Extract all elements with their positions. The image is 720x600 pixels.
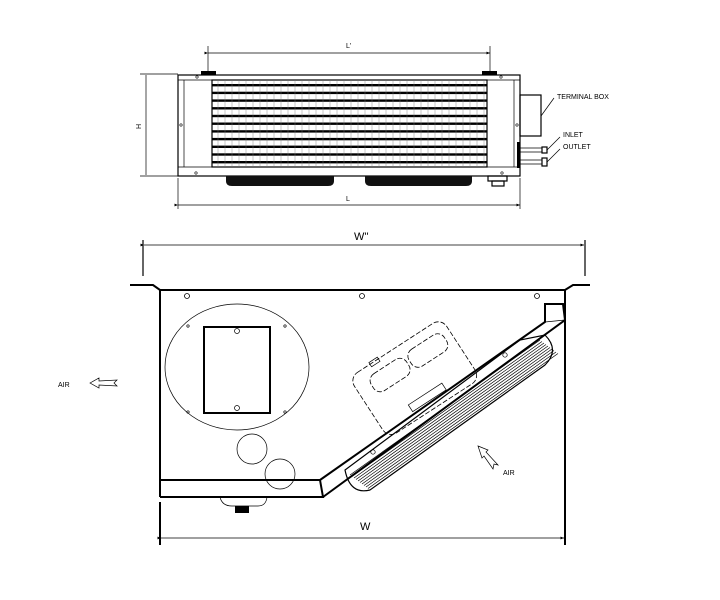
dimension-w: W [157, 521, 564, 540]
coil-tube [212, 130, 487, 133]
outlet-pipe: OUTLET [520, 144, 591, 167]
coil-tube [212, 91, 487, 95]
screws [184, 293, 540, 299]
coil-tube [212, 122, 487, 125]
drain-fitting [219, 496, 268, 507]
coil-hatch-line [367, 353, 559, 489]
drain-fitting [487, 175, 508, 182]
coil-hatch-line [355, 344, 547, 480]
coil-hatch-line [365, 351, 557, 488]
coil-hatch-line [361, 348, 553, 485]
electric-box-dashed [352, 321, 478, 435]
diagonal-drain-pan [319, 303, 567, 498]
coil-hatch-line [351, 341, 543, 477]
coil-hatch-line [353, 342, 545, 479]
fan-motor [226, 176, 334, 186]
fan-ring [164, 303, 310, 431]
air-right-indicator: AIR [477, 445, 515, 477]
top-view: L' H TERMINAL [136, 43, 609, 209]
dimension-h-label: H [136, 124, 143, 129]
casing [177, 74, 521, 177]
dimension-l-prime: L' [204, 43, 491, 74]
knockout [236, 433, 268, 465]
fan-motor [365, 176, 472, 186]
terminal-box-label: TERMINAL BOX [557, 94, 609, 101]
coil-tube [212, 145, 487, 148]
mounting-bracket [482, 71, 497, 75]
dimension-l-prime-label: L' [346, 43, 351, 50]
bottom-view: W'' [58, 231, 590, 545]
coil-tube [212, 161, 487, 164]
dimension-w-double-prime-label: W'' [354, 231, 369, 243]
dimension-h: H [136, 73, 178, 177]
coil-tube [212, 137, 487, 141]
drain-pan [160, 479, 325, 498]
air-right-label: AIR [503, 470, 515, 477]
air-left-label: AIR [58, 382, 70, 389]
air-arrow-left-icon [89, 377, 118, 389]
coil-tube [212, 107, 487, 110]
coil-hatch-line [349, 339, 541, 476]
inlet-pipe: INLET [520, 132, 584, 154]
coil-section [344, 334, 559, 492]
dimension-l: L [174, 178, 521, 209]
air-arrow-up-left-icon [477, 445, 500, 470]
terminal-box [519, 94, 542, 137]
coil-hatch-line [363, 350, 555, 486]
air-left-indicator: AIR [58, 377, 118, 389]
coil-fins [212, 80, 487, 167]
casing-outline [160, 289, 566, 545]
outlet-label: OUTLET [563, 144, 591, 151]
coil-hatch-line [357, 345, 549, 482]
mounting-bracket [201, 71, 216, 75]
coil-tube [212, 84, 487, 87]
knockout [264, 458, 296, 490]
dimension-w-label: W [360, 521, 371, 533]
dimension-l-label: L [346, 196, 350, 203]
coil-tube [212, 153, 487, 156]
inlet-label: INLET [563, 132, 584, 139]
access-panel [203, 326, 271, 414]
coil-hatch-line [359, 347, 551, 483]
coil-tube [212, 99, 487, 102]
coil-tube [212, 114, 487, 118]
screws [179, 75, 519, 175]
dimension-w-double-prime: W'' [140, 231, 586, 276]
